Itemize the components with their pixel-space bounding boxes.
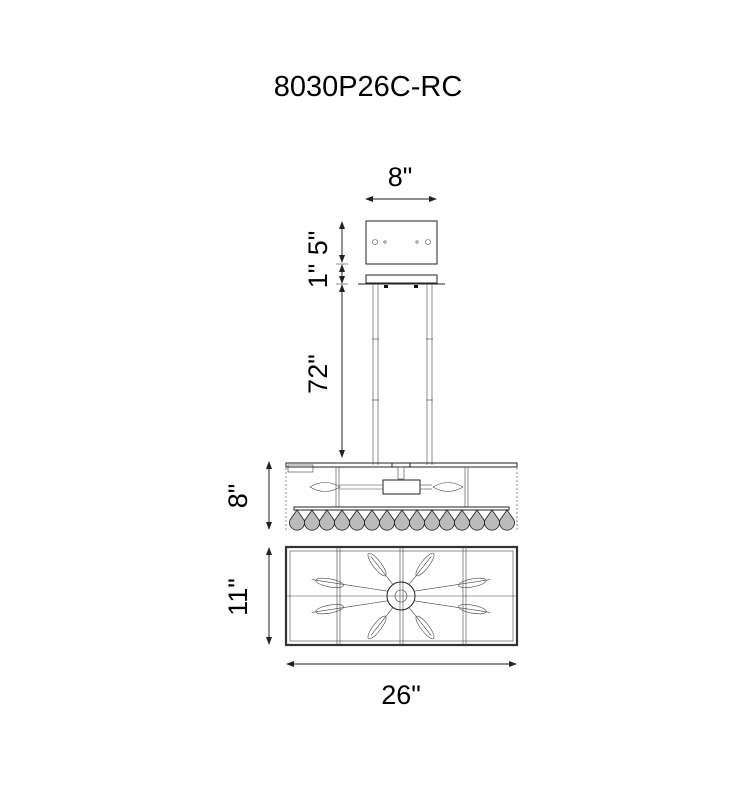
candle-arm bbox=[311, 579, 388, 592]
candle-bulb bbox=[367, 552, 387, 577]
canopy-height-label: 5" bbox=[303, 231, 333, 256]
candle-bulb bbox=[415, 552, 435, 577]
crystal bbox=[409, 509, 425, 531]
fixture-width-label: 26" bbox=[381, 680, 421, 710]
candle-bulb bbox=[415, 615, 435, 640]
candle-arm bbox=[311, 600, 388, 613]
crystal bbox=[439, 509, 455, 531]
rod-length-label: 72" bbox=[303, 354, 333, 394]
crystal bbox=[454, 509, 470, 531]
crystal-row bbox=[289, 509, 515, 531]
candle-bulb bbox=[367, 615, 387, 640]
crystal bbox=[469, 509, 485, 531]
candle-arm bbox=[414, 579, 491, 592]
canopy-width-label: 8" bbox=[388, 162, 413, 192]
candle-arm bbox=[370, 556, 394, 585]
candle-arm bbox=[408, 556, 432, 585]
candle-arm bbox=[414, 600, 491, 613]
candle-bulb bbox=[458, 604, 487, 615]
fixture-side-view bbox=[285, 462, 518, 530]
crystal bbox=[424, 509, 440, 531]
crystal bbox=[304, 509, 320, 531]
fixture-depth-label: 11" bbox=[223, 578, 253, 616]
crystal bbox=[379, 509, 395, 531]
crystal bbox=[334, 509, 350, 531]
canopy bbox=[358, 220, 445, 288]
crystal bbox=[349, 509, 365, 531]
candle-bulb bbox=[315, 577, 344, 588]
model-number-title: 8030P26C-RC bbox=[274, 71, 463, 103]
crystal bbox=[319, 509, 335, 531]
crystal bbox=[484, 509, 500, 531]
candle-bulb bbox=[315, 604, 344, 615]
crystal bbox=[289, 509, 305, 531]
crystal bbox=[499, 509, 515, 531]
canopy-gap-label: 1" bbox=[303, 264, 333, 289]
fixture-height-label: 8" bbox=[223, 484, 253, 509]
candle-arm bbox=[370, 607, 394, 636]
fixture-plan-view bbox=[284, 545, 519, 647]
suspension-rods bbox=[372, 284, 433, 465]
crystal bbox=[394, 509, 410, 531]
crystal bbox=[364, 509, 380, 531]
candle-bulb bbox=[458, 577, 487, 588]
candle-arm bbox=[408, 607, 432, 636]
